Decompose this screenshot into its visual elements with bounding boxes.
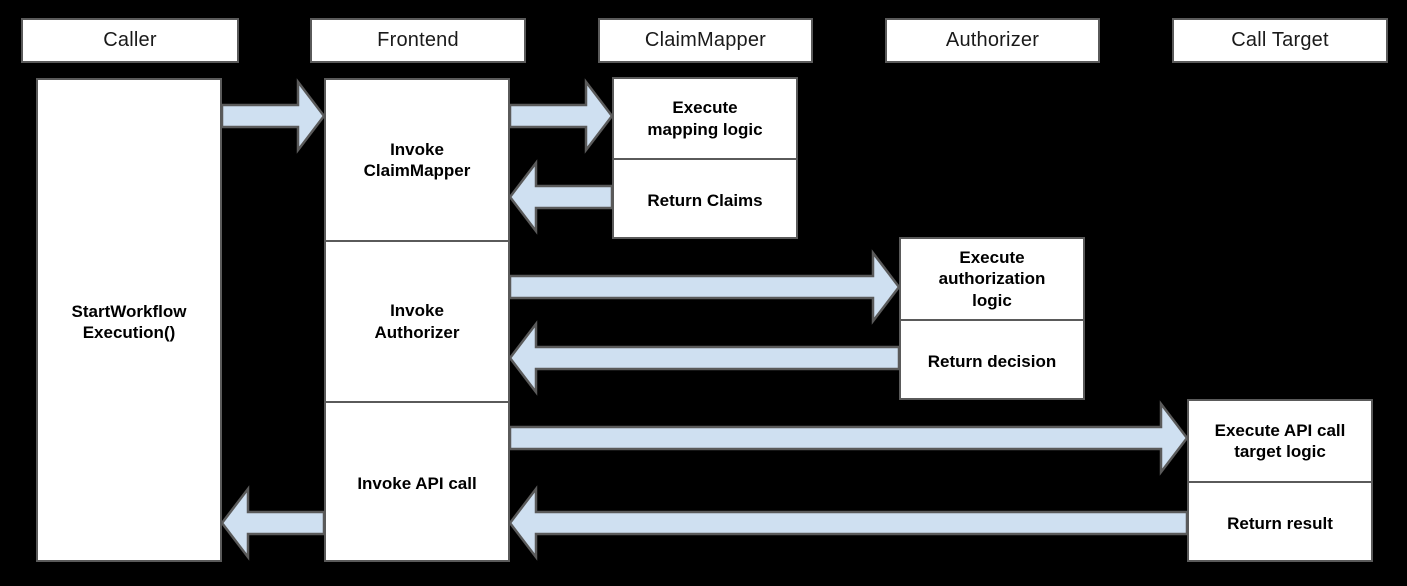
message-arrow-frontend-to-caller-return — [220, 485, 326, 561]
lifeline-label: Caller — [103, 29, 157, 51]
message-arrow-frontend-to-authorizer-invoke — [508, 249, 901, 325]
activation-segment: Invoke API call — [326, 401, 508, 564]
message-arrow-authorizer-to-frontend-return-decision — [508, 320, 901, 396]
message-arrow-frontend-to-calltarget-invoke — [508, 400, 1189, 476]
activation-segment: Return result — [1189, 481, 1371, 564]
message-arrow-calltarget-to-frontend-return-result — [508, 485, 1189, 561]
activation-segment: Return Claims — [614, 158, 796, 241]
message-arrow-frontend-to-claimmapper-invoke — [508, 78, 614, 154]
lifeline-header-claimmapper: ClaimMapper — [598, 18, 813, 63]
message-arrow-claimmapper-to-frontend-return-claims — [508, 159, 614, 235]
lifeline-label: Call Target — [1231, 29, 1329, 51]
activation-segment: Return decision — [901, 319, 1083, 402]
lifeline-label: Frontend — [377, 29, 459, 51]
lifeline-header-frontend: Frontend — [310, 18, 526, 63]
lifeline-label: ClaimMapper — [644, 29, 767, 51]
lifeline-header-caller: Caller — [21, 18, 239, 63]
lifeline-header-calltarget: Call Target — [1172, 18, 1388, 63]
lifeline-label: Authorizer — [945, 29, 1040, 51]
lifeline-header-authorizer: Authorizer — [885, 18, 1100, 63]
message-arrow-caller-to-frontend-invoke — [220, 78, 326, 154]
